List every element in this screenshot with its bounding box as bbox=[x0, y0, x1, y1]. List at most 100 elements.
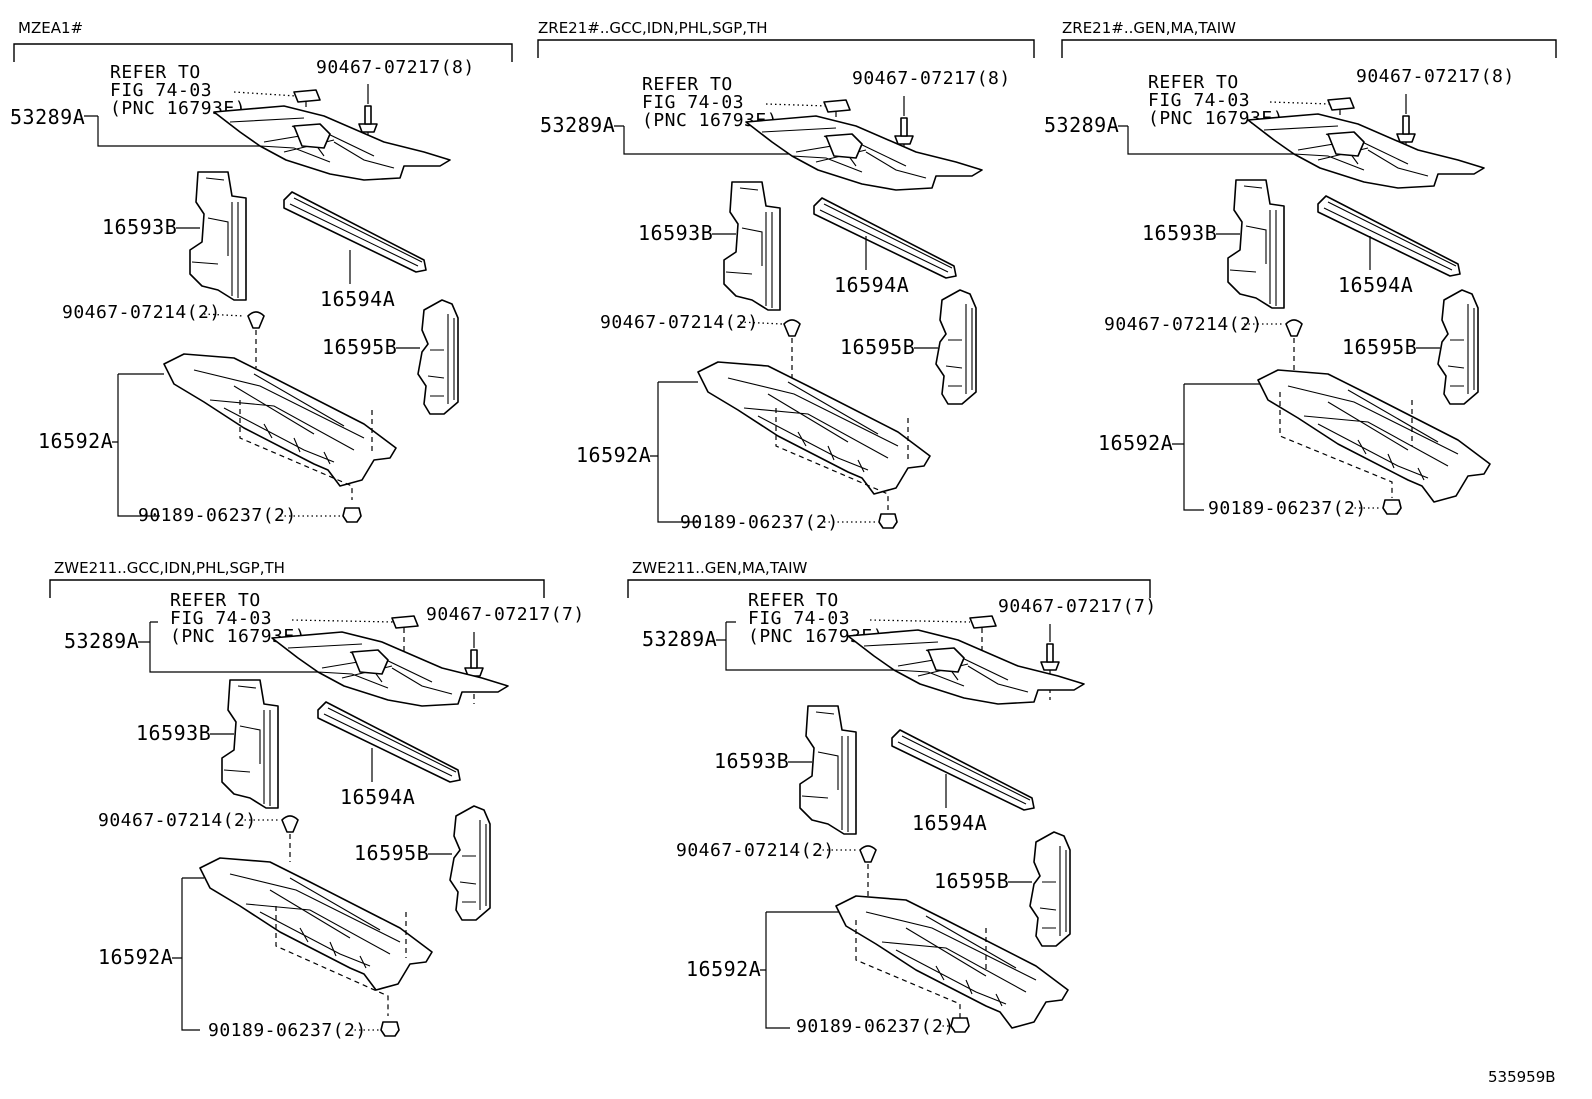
clip-label: 90467-07214(2) bbox=[98, 810, 257, 831]
refer-block: REFER TO FIG 74-03 (PNC 16793E) bbox=[748, 590, 884, 647]
refer-line-1: REFER TO bbox=[1148, 72, 1239, 93]
nut-label: 90189-06237(2) bbox=[1208, 498, 1367, 519]
duct-part bbox=[1029, 831, 1071, 947]
panel-header: ZWE211..GCC,IDN,PHL,SGP,TH bbox=[54, 559, 285, 577]
refer-line-3: (PNC 16793E) bbox=[110, 98, 246, 119]
label-16592a: 16592A bbox=[686, 957, 761, 981]
refer-block: REFER TO FIG 74-03 (PNC 16793E) bbox=[642, 74, 778, 131]
label-16592a: 16592A bbox=[1098, 431, 1173, 455]
seal-part bbox=[745, 115, 983, 191]
label-16592a: 16592A bbox=[576, 443, 651, 467]
clip-part bbox=[1285, 319, 1303, 337]
label-53289a: 53289A bbox=[642, 627, 717, 651]
panel-zwe211-gen: ZWE211..GEN,MA,TAIW REFER TO FIG 74-03 (… bbox=[627, 559, 1156, 1037]
nut-part bbox=[380, 1021, 400, 1037]
refer-tab-part bbox=[391, 615, 419, 629]
screw-part bbox=[894, 117, 914, 145]
screw-part bbox=[464, 649, 484, 677]
under-cover-part bbox=[697, 361, 931, 495]
nut-label: 90189-06237(2) bbox=[680, 512, 839, 533]
nut-part bbox=[878, 513, 898, 529]
panel-header: MZEA1# bbox=[18, 19, 83, 37]
label-16592a: 16592A bbox=[98, 945, 173, 969]
nut-label: 90189-06237(2) bbox=[208, 1020, 367, 1041]
refer-line-3: (PNC 16793E) bbox=[1148, 108, 1284, 129]
label-53289a: 53289A bbox=[10, 105, 85, 129]
under-cover-part bbox=[199, 857, 433, 991]
refer-tab-part bbox=[823, 99, 851, 113]
refer-line-2: FIG 74-03 bbox=[642, 92, 744, 113]
panel-bracket bbox=[537, 39, 1035, 58]
clip-label: 90467-07214(2) bbox=[600, 312, 759, 333]
under-cover-part bbox=[163, 353, 397, 487]
panel-zre21-gen: ZRE21#..GEN,MA,TAIW REFER TO FIG 74-03 (… bbox=[1044, 19, 1557, 519]
refer-tab-part bbox=[293, 89, 321, 103]
rib-part bbox=[891, 729, 1035, 811]
screw-part bbox=[358, 105, 378, 133]
panel-bracket bbox=[627, 579, 1151, 598]
duct-part bbox=[935, 289, 977, 405]
label-16594a: 16594A bbox=[320, 287, 395, 311]
label-16594a: 16594A bbox=[340, 785, 415, 809]
side-duct-part bbox=[1227, 179, 1285, 309]
label-16595b: 16595B bbox=[322, 335, 397, 359]
screw-part bbox=[1040, 643, 1060, 671]
clip-label: 90467-07214(2) bbox=[62, 302, 221, 323]
label-16593b: 16593B bbox=[1142, 221, 1217, 245]
panel-header: ZRE21#..GEN,MA,TAIW bbox=[1062, 19, 1236, 37]
side-duct-part bbox=[723, 181, 781, 311]
rib-part bbox=[813, 197, 957, 279]
panel-bracket bbox=[13, 43, 513, 62]
refer-block: REFER TO FIG 74-03 (PNC 16793E) bbox=[110, 62, 246, 119]
panel-mzea1: MZEA1# REFER TO FIG 74-03 (PNC 16793E) 9… bbox=[10, 19, 513, 526]
label-16594a: 16594A bbox=[912, 811, 987, 835]
seal-part bbox=[213, 105, 451, 181]
screw-part bbox=[1396, 115, 1416, 143]
clip-label: 90467-07214(2) bbox=[1104, 314, 1263, 335]
nut-label: 90189-06237(2) bbox=[796, 1016, 955, 1037]
clip-part bbox=[783, 319, 801, 337]
clip-label: 90467-07214(2) bbox=[676, 840, 835, 861]
label-53289a: 53289A bbox=[1044, 113, 1119, 137]
duct-part bbox=[449, 805, 491, 921]
side-duct-part bbox=[189, 171, 247, 301]
figure-id: 535959B bbox=[1488, 1068, 1556, 1086]
nut-part bbox=[950, 1017, 970, 1033]
seal-part bbox=[1247, 113, 1485, 189]
refer-tab-part bbox=[969, 615, 997, 629]
refer-line-2: FIG 74-03 bbox=[170, 608, 272, 629]
label-16594a: 16594A bbox=[834, 273, 909, 297]
refer-line-3: (PNC 16793E) bbox=[642, 110, 778, 131]
clip-part bbox=[281, 815, 299, 833]
screw-label: 90467-07217(7) bbox=[426, 604, 585, 625]
label-16593b: 16593B bbox=[102, 215, 177, 239]
under-cover-part bbox=[835, 895, 1069, 1029]
rib-part bbox=[283, 191, 427, 273]
refer-line-2: FIG 74-03 bbox=[748, 608, 850, 629]
clip-part bbox=[859, 845, 877, 863]
label-16595b: 16595B bbox=[934, 869, 1009, 893]
refer-block: REFER TO FIG 74-03 (PNC 16793E) bbox=[1148, 72, 1284, 129]
screw-label: 90467-07217(8) bbox=[316, 57, 475, 78]
label-53289a: 53289A bbox=[540, 113, 615, 137]
nut-part bbox=[1382, 499, 1402, 515]
refer-line-1: REFER TO bbox=[642, 74, 733, 95]
label-16593b: 16593B bbox=[638, 221, 713, 245]
panel-header: ZWE211..GEN,MA,TAIW bbox=[632, 559, 807, 577]
panel-bracket bbox=[1061, 39, 1557, 58]
label-16595b: 16595B bbox=[1342, 335, 1417, 359]
label-16593b: 16593B bbox=[714, 749, 789, 773]
label-53289a: 53289A bbox=[64, 629, 139, 653]
refer-block: REFER TO FIG 74-03 (PNC 16793E) bbox=[170, 590, 306, 647]
label-16594a: 16594A bbox=[1338, 273, 1413, 297]
refer-line-1: REFER TO bbox=[748, 590, 839, 611]
refer-line-3: (PNC 16793E) bbox=[170, 626, 306, 647]
refer-line-2: FIG 74-03 bbox=[110, 80, 212, 101]
refer-line-2: FIG 74-03 bbox=[1148, 90, 1250, 111]
panel-zwe211-gcc: ZWE211..GCC,IDN,PHL,SGP,TH REFER TO FIG … bbox=[49, 559, 585, 1041]
side-duct-part bbox=[221, 679, 279, 809]
panel-zre21-gcc: ZRE21#..GCC,IDN,PHL,SGP,TH REFER TO FIG … bbox=[537, 19, 1035, 533]
side-duct-part bbox=[799, 705, 857, 835]
label-16592a: 16592A bbox=[38, 429, 113, 453]
